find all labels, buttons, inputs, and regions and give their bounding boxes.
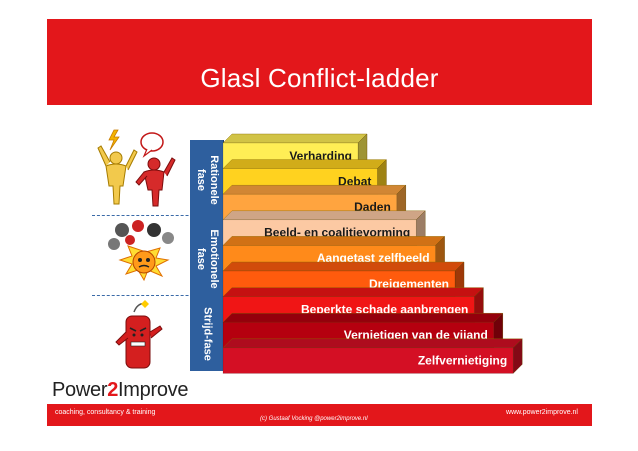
step-label: Daden [354, 200, 391, 214]
footer-bar: coaching, consultancy & training (c) Gus… [47, 404, 592, 426]
phase-separator [92, 215, 223, 216]
step-top-face [222, 159, 387, 169]
phase-separator [92, 295, 223, 296]
step-top-face [222, 338, 523, 348]
step-label: Zelfvernietiging [418, 354, 507, 368]
power2improve-logo: Power2Improve [52, 379, 189, 401]
dynamite-icon [115, 300, 163, 369]
ladder-step: Zelfvernietiging [222, 338, 523, 374]
footer-website: www.power2improve.nl [506, 409, 578, 416]
step-label: Beperkte schade aanbrengen [301, 302, 468, 316]
step-top-face [222, 184, 407, 195]
step-front-face [222, 347, 514, 374]
step-label: Vernietigen van de vijand [344, 328, 488, 342]
title-banner: Glasl Conflict-ladder [47, 19, 592, 105]
angry-people-icon [97, 129, 176, 207]
footer-tagline: coaching, consultancy & training [55, 409, 156, 416]
step-label: Debat [338, 174, 371, 188]
fighting-cloud-icon [108, 220, 174, 282]
step-top-face [222, 287, 484, 297]
step-label: Verharding [289, 149, 352, 163]
step-top-face [222, 313, 504, 323]
footer-copyright: (c) Gustaaf Vocking @power2improve.nl [260, 416, 368, 422]
step-top-face [222, 236, 446, 246]
step-label: Beeld- en coalitievorming [264, 226, 410, 240]
step-top-face [222, 261, 465, 272]
step-top-face [222, 210, 426, 221]
step-top-face [222, 133, 368, 144]
step-label: Dreigementen [369, 277, 449, 291]
step-label: Aangetast zelfbeeld [317, 251, 430, 265]
slide-title: Glasl Conflict-ladder [200, 63, 439, 93]
